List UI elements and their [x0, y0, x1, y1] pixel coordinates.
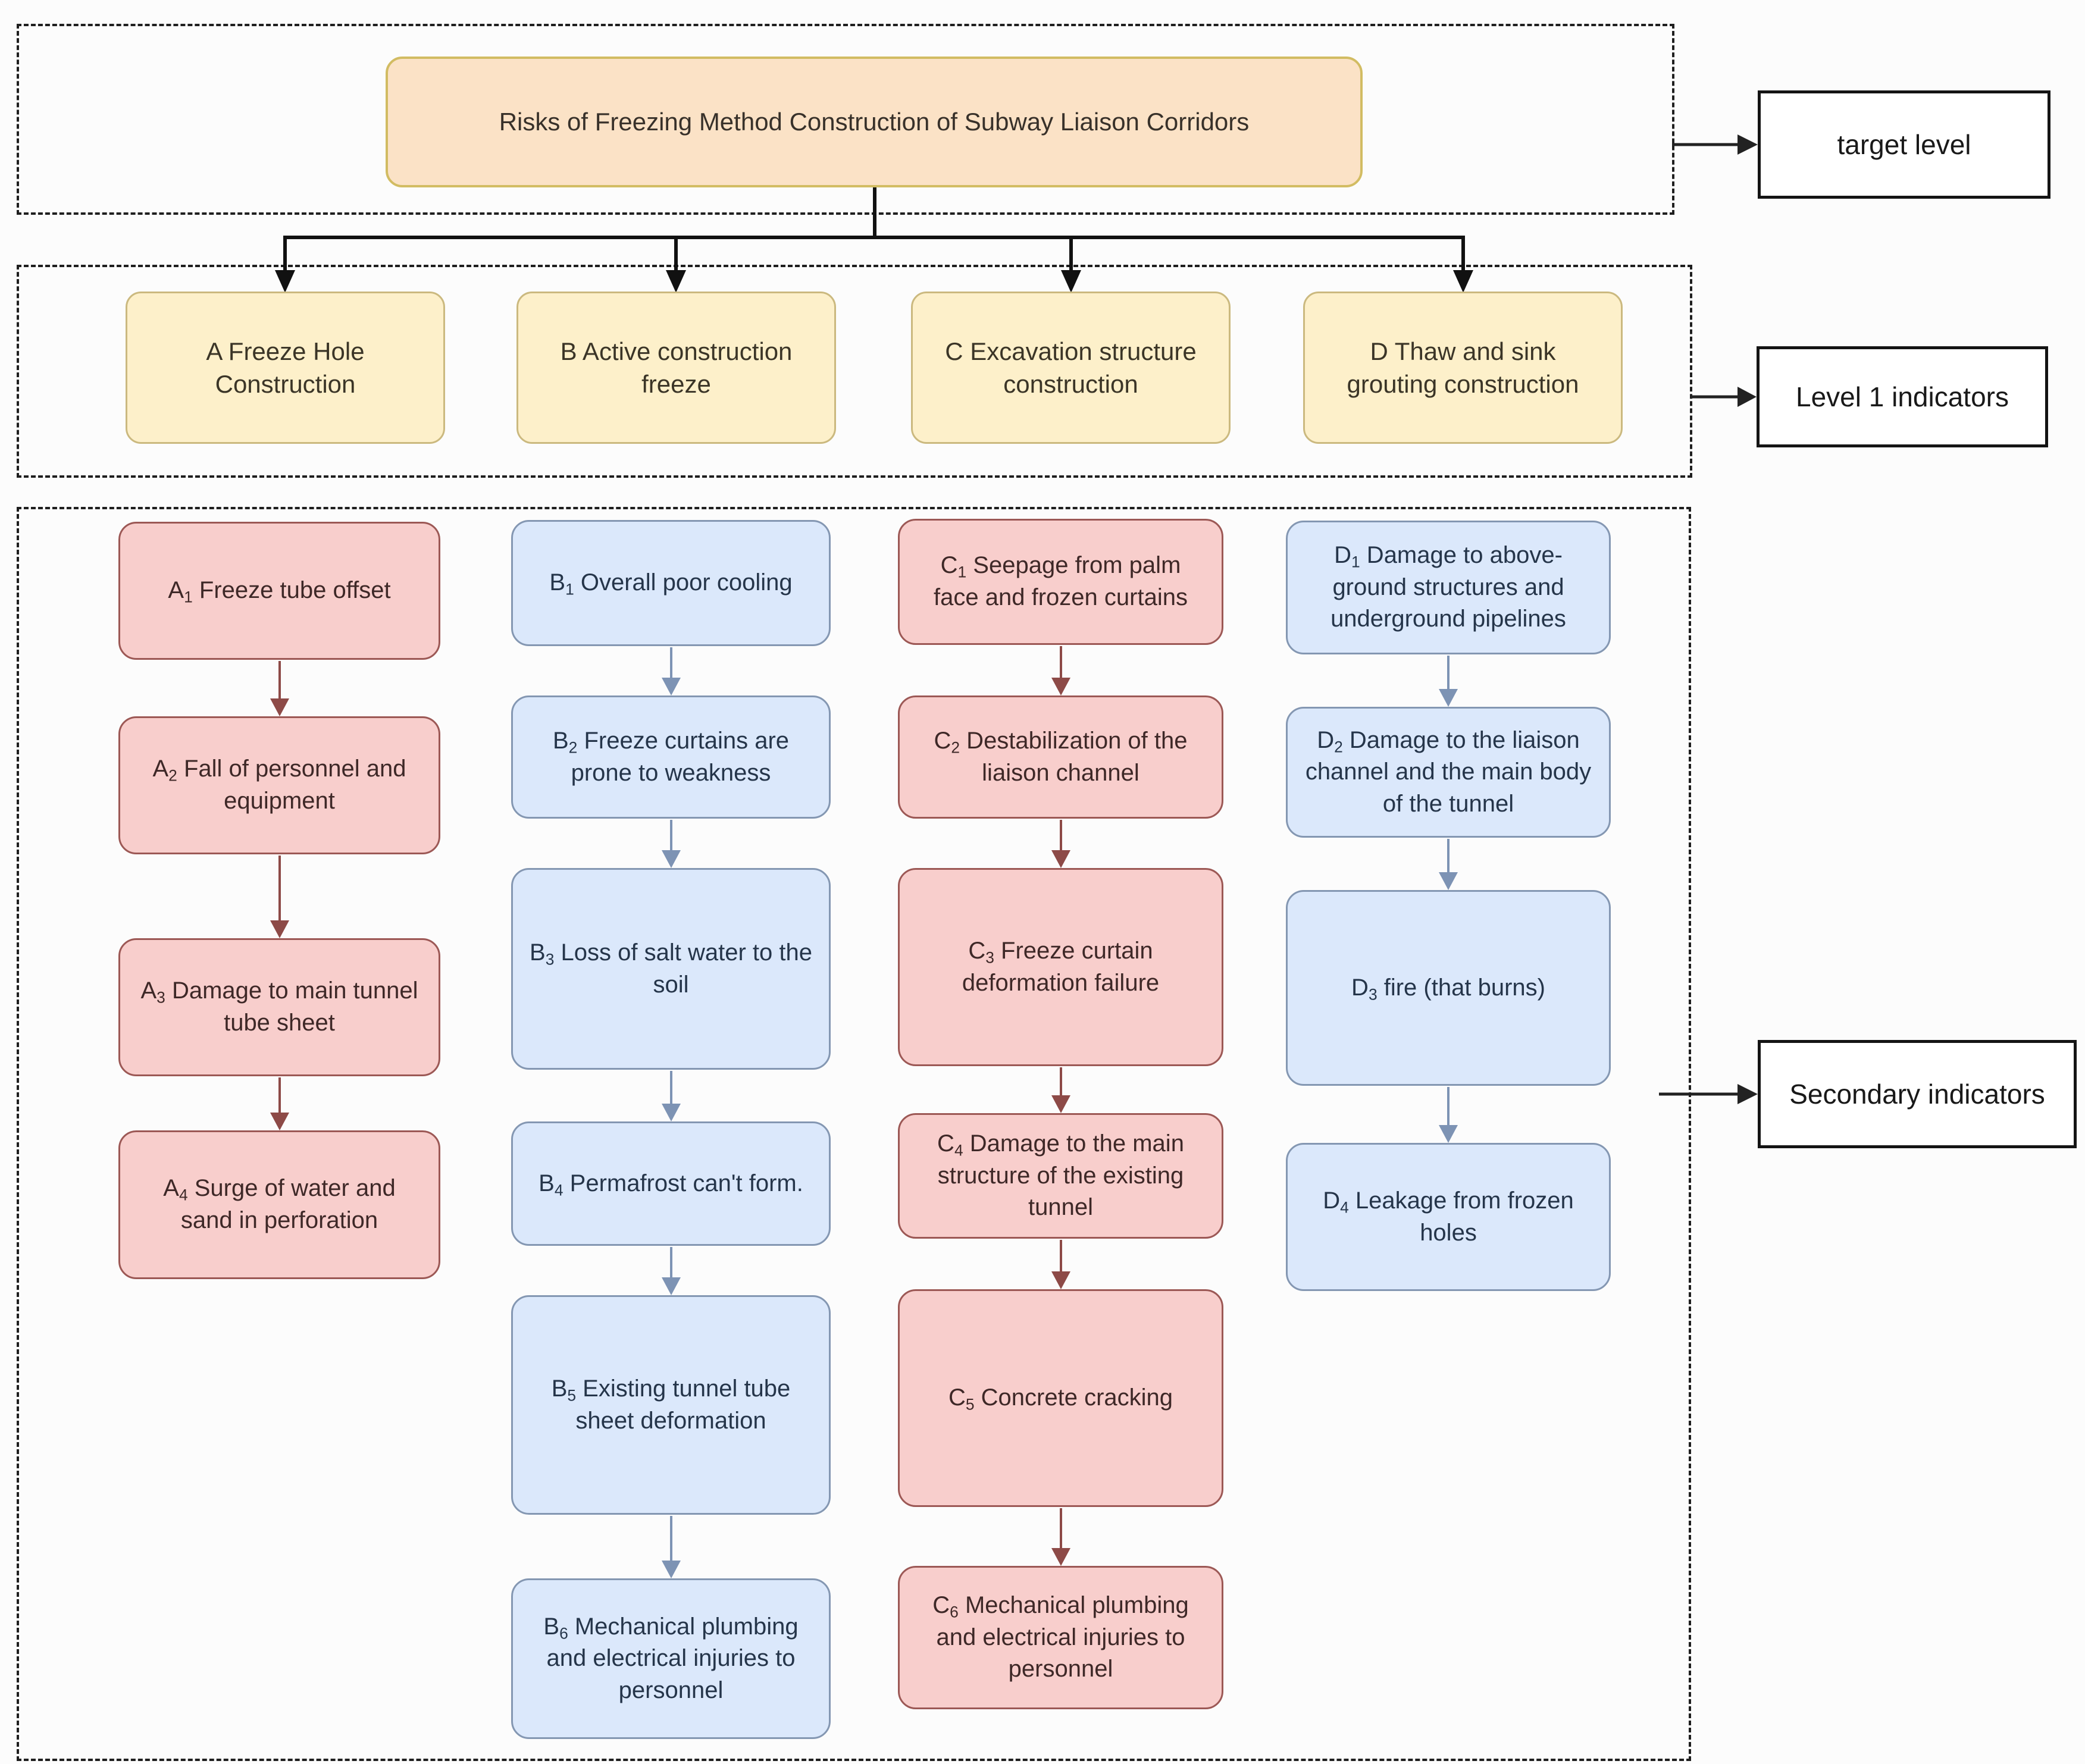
secondary-box-label: B2 Freeze curtains are prone to weakness: [552, 727, 790, 786]
secondary-box-label: B4 Permafrost can't form.: [539, 1170, 803, 1199]
secondary-box-label: C5 Concrete cracking: [948, 1384, 1173, 1414]
secondary-box-label: D4 Leakage from frozen holes: [1323, 1187, 1574, 1246]
flow-arrow: [1059, 646, 1062, 678]
legend-secondary-indicators: Secondary indicators: [1758, 1040, 2077, 1148]
secondary-box-B1: B1 Overall poor cooling: [511, 520, 831, 646]
flow-arrowhead: [661, 678, 681, 695]
flow-arrowhead: [270, 698, 289, 716]
secondary-box-A4: A4 Surge of water and sand in perforatio…: [118, 1130, 440, 1279]
flow-arrowhead: [270, 1113, 289, 1130]
secondary-box-label: B6 Mechanical plumbing and electrical in…: [543, 1613, 799, 1703]
secondary-box-B2: B2 Freeze curtains are prone to weakness: [511, 695, 831, 819]
secondary-box-C1: C1 Seepage from palm face and frozen cur…: [898, 519, 1223, 645]
flow-arrow: [1059, 1508, 1062, 1548]
flow-arrow: [1059, 820, 1062, 850]
legend-target-level-label: target level: [1837, 129, 1971, 160]
secondary-box-D1: D1 Damage to above-ground structures and…: [1286, 521, 1611, 654]
tree-connector: [283, 187, 1465, 272]
secondary-box-A2: A2 Fall of personnel and equipment: [118, 716, 440, 854]
root-risk-box: Risks of Freezing Method Construction of…: [386, 57, 1363, 187]
flow-arrow: [669, 1071, 672, 1104]
flow-arrow: [1447, 656, 1450, 689]
secondary-box-D4: D4 Leakage from frozen holes: [1286, 1143, 1611, 1291]
secondary-box-label: B3 Loss of salt water to the soil: [530, 939, 812, 998]
legend-level1-label: Level 1 indicators: [1796, 381, 2009, 412]
secondary-box-D3: D3 fire (that burns): [1286, 890, 1611, 1086]
flow-arrowhead: [1051, 850, 1070, 868]
flow-arrowhead: [1051, 1548, 1070, 1566]
secondary-box-label: C6 Mechanical plumbing and electrical in…: [932, 1592, 1189, 1682]
secondary-box-label: B1 Overall poor cooling: [549, 569, 793, 599]
flow-arrow: [278, 1077, 281, 1113]
flow-arrow: [1059, 1240, 1062, 1271]
flow-arrowhead: [661, 1104, 681, 1121]
flow-arrow: [1447, 1087, 1450, 1125]
level1-box-a-label: A Freeze Hole Construction: [206, 337, 365, 398]
tree-arrowheads: [275, 270, 1473, 293]
secondary-box-label: A1 Freeze tube offset: [168, 577, 391, 606]
secondary-box-B6: B6 Mechanical plumbing and electrical in…: [511, 1578, 831, 1739]
secondary-box-label: A3 Damage to main tunnel tube sheet: [140, 977, 418, 1036]
flow-arrow: [669, 1247, 672, 1277]
flow-arrowhead: [661, 1561, 681, 1578]
flow-arrowhead: [1051, 1095, 1070, 1113]
level1-box-a: A Freeze Hole Construction: [126, 292, 445, 444]
flow-arrowhead: [1051, 1271, 1070, 1289]
flow-arrow: [1059, 1067, 1062, 1095]
flow-arrow: [278, 661, 281, 698]
flow-arrow: [1447, 839, 1450, 872]
level1-box-d-label: D Thaw and sink grouting construction: [1347, 337, 1579, 398]
flow-arrow: [669, 1516, 672, 1561]
level1-box-c-label: C Excavation structure construction: [945, 337, 1197, 398]
flow-arrowhead: [661, 1277, 681, 1295]
target-level-container: [17, 24, 1674, 215]
legend-arrowheads: [1738, 134, 1758, 1104]
secondary-box-A1: A1 Freeze tube offset: [118, 522, 440, 660]
secondary-box-B5: B5 Existing tunnel tube sheet deformatio…: [511, 1295, 831, 1515]
secondary-box-label: A2 Fall of personnel and equipment: [152, 756, 406, 814]
flow-arrowhead: [1051, 678, 1070, 695]
secondary-box-B4: B4 Permafrost can't form.: [511, 1121, 831, 1246]
secondary-box-label: C2 Destabilization of the liaison channe…: [934, 727, 1188, 786]
level1-box-b: B Active construction freeze: [516, 292, 836, 444]
secondary-box-C4: C4 Damage to the main structure of the e…: [898, 1113, 1223, 1239]
secondary-container: [17, 507, 1691, 1761]
secondary-box-B3: B3 Loss of salt water to the soil: [511, 868, 831, 1070]
flow-arrowhead: [1439, 1125, 1458, 1143]
secondary-box-C6: C6 Mechanical plumbing and electrical in…: [898, 1566, 1223, 1709]
legend-target-level: target level: [1758, 90, 2050, 199]
flow-arrowhead: [270, 920, 289, 938]
flow-arrowhead: [1439, 689, 1458, 707]
secondary-box-label: D2 Damage to the liaison channel and the…: [1305, 726, 1592, 817]
secondary-box-A3: A3 Damage to main tunnel tube sheet: [118, 938, 440, 1076]
root-risk-label: Risks of Freezing Method Construction of…: [499, 108, 1250, 136]
secondary-box-C5: C5 Concrete cracking: [898, 1289, 1223, 1507]
secondary-box-label: D3 fire (that burns): [1351, 974, 1545, 1004]
secondary-box-C2: C2 Destabilization of the liaison channe…: [898, 695, 1223, 819]
secondary-box-D2: D2 Damage to the liaison channel and the…: [1286, 707, 1611, 838]
secondary-box-label: B5 Existing tunnel tube sheet deformatio…: [551, 1375, 791, 1434]
level1-box-d: D Thaw and sink grouting construction: [1303, 292, 1623, 444]
secondary-box-label: A4 Surge of water and sand in perforatio…: [163, 1175, 396, 1233]
level1-container: [17, 265, 1692, 478]
flow-arrowhead: [1439, 872, 1458, 890]
secondary-box-label: C4 Damage to the main structure of the e…: [937, 1130, 1184, 1221]
flow-arrow: [278, 856, 281, 920]
level1-box-c: C Excavation structure construction: [911, 292, 1231, 444]
flow-arrow: [669, 820, 672, 850]
secondary-box-label: C3 Freeze curtain deformation failure: [962, 937, 1160, 996]
legend-secondary-label: Secondary indicators: [1789, 1079, 2045, 1110]
secondary-box-C3: C3 Freeze curtain deformation failure: [898, 868, 1223, 1066]
secondary-box-label: C1 Seepage from palm face and frozen cur…: [934, 552, 1188, 610]
level1-box-b-label: B Active construction freeze: [560, 337, 793, 398]
flow-arrowhead: [661, 850, 681, 868]
flow-arrow: [669, 647, 672, 678]
secondary-box-label: D1 Damage to above-ground structures and…: [1330, 542, 1566, 632]
legend-arrow-lines: [1659, 143, 1739, 1096]
legend-level1-indicators: Level 1 indicators: [1757, 346, 2048, 447]
